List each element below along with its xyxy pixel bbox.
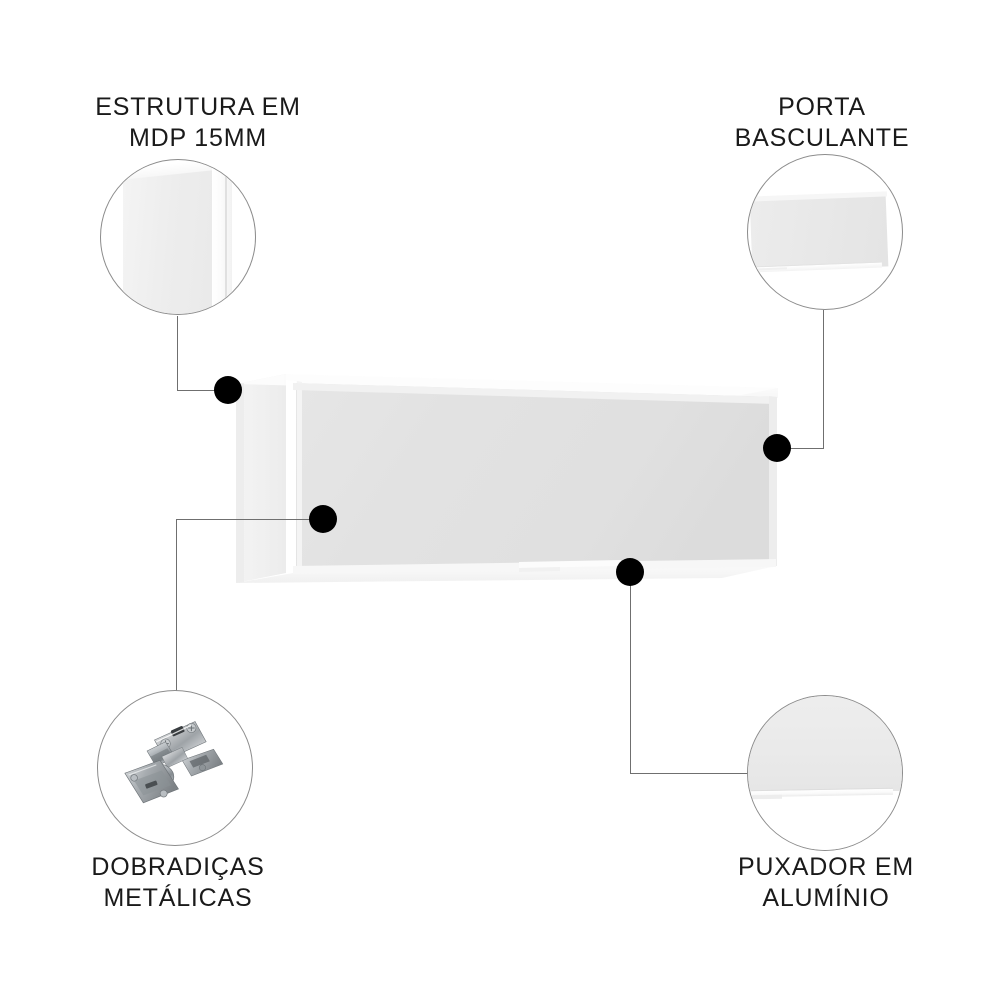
- callout-label-dobradicas: DOBRADIÇAS METÁLICAS: [91, 853, 265, 912]
- metal-hinge-icon: [98, 691, 252, 845]
- aluminium-handle-icon: [748, 696, 902, 850]
- detail-circle-estrutura: [100, 159, 256, 315]
- marker-dot-puxador[interactable]: [616, 558, 644, 586]
- door-panel-icon: [748, 155, 902, 309]
- panel-corner-icon: [101, 160, 255, 314]
- marker-dot-porta[interactable]: [763, 434, 791, 462]
- connector-line-puxador-vertical: [630, 572, 631, 774]
- callout-label-porta: PORTA BASCULANTE: [734, 93, 910, 152]
- detail-circle-porta: [747, 154, 903, 310]
- detail-circle-dobradicas: [97, 690, 253, 846]
- connector-line-estrutura-vertical: [177, 316, 178, 391]
- connector-line-porta-horizontal: [775, 448, 824, 449]
- marker-dot-dobradicas[interactable]: [309, 505, 337, 533]
- callout-label-estrutura: ESTRUTURA EM MDP 15MM: [95, 93, 301, 152]
- callout-label-puxador: PUXADOR EM ALUMÍNIO: [737, 853, 915, 912]
- connector-line-puxador-horizontal: [630, 773, 750, 774]
- marker-dot-estrutura[interactable]: [214, 376, 242, 404]
- connector-line-dobradicas-horizontal: [176, 519, 326, 520]
- connector-line-dobradicas-vertical: [176, 519, 177, 693]
- connector-line-estrutura-horizontal: [177, 390, 232, 391]
- connector-line-porta-vertical: [823, 310, 824, 449]
- detail-circle-puxador: [747, 695, 903, 851]
